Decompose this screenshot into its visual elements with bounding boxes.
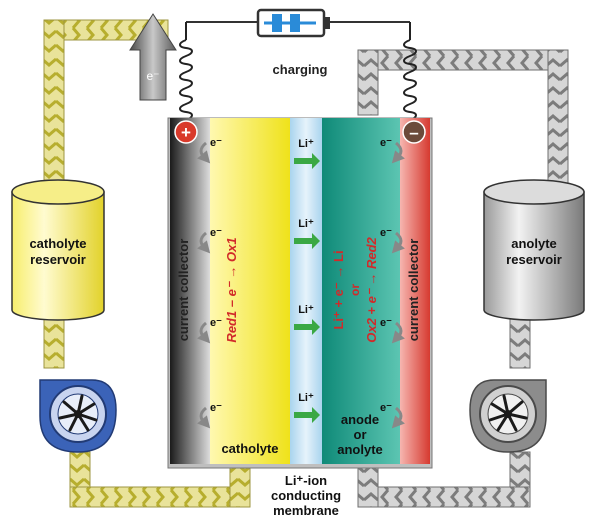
membrane-caption-line2: conducting [271, 488, 341, 503]
negative-terminal: – [402, 120, 426, 144]
electron-label: e⁻ [380, 227, 392, 239]
anode-current-collector [400, 118, 430, 464]
anode-reaction-line1: Li⁺ + e⁻ → Li [331, 250, 346, 329]
cathode-reaction-label: Red1 – e⁻ → Ox1 [224, 237, 239, 342]
right-wire-coil [403, 22, 417, 130]
li-ion-label: Li⁺ [298, 218, 314, 230]
ion-conducting-membrane [290, 118, 322, 464]
electron-arrow-label: e⁻ [146, 69, 159, 83]
minus-sign: – [409, 123, 418, 142]
anode-reaction-line3: Ox2 + e⁻ → Red2 [364, 236, 379, 342]
catholyte-compartment [210, 118, 290, 464]
anode-label-line1: anode [341, 412, 379, 427]
cell-stack [167, 117, 433, 469]
electron-label: e⁻ [380, 137, 392, 149]
catholyte-reservoir: catholyte reservoir [11, 179, 105, 321]
anode-electron-arrow [391, 141, 405, 164]
li-ion-arrow [294, 153, 320, 169]
anolyte-reservoir: anolyte reservoir [483, 179, 585, 321]
cathode-electron-arrow [197, 141, 211, 164]
electron-flow-arrow: e⁻ [129, 13, 177, 101]
li-ion-arrows [294, 153, 320, 423]
li-ion-arrow [294, 319, 320, 335]
li-ion-arrow [294, 233, 320, 249]
anolyte-pump [469, 379, 547, 453]
cathode-electron-arrow [197, 406, 211, 429]
electron-label: e⁻ [380, 317, 392, 329]
li-ion-arrow [294, 407, 320, 423]
left-wire-coil [179, 22, 193, 130]
anode-label-line3: anolyte [337, 442, 383, 457]
membrane-caption-line3: membrane [273, 503, 339, 517]
anolyte-reservoir-line2: reservoir [506, 252, 562, 267]
li-ion-label: Li⁺ [298, 304, 314, 316]
cathode-current-collector [170, 118, 210, 464]
electron-label: e⁻ [210, 227, 222, 239]
electron-label: e⁻ [210, 137, 222, 149]
cathode-electron-arrow [197, 231, 211, 254]
li-ion-label: Li⁺ [298, 392, 314, 404]
anolyte-compartment [322, 118, 400, 464]
anode-electron-arrow [391, 231, 405, 254]
cathode-electron-labels: e⁻ e⁻ e⁻ e⁻ [210, 137, 222, 414]
membrane-caption: Li⁺-ion conducting membrane [271, 473, 341, 517]
plus-sign: + [181, 123, 191, 142]
catholyte-label: catholyte [221, 441, 278, 456]
li-ion-labels: Li⁺ Li⁺ Li⁺ Li⁺ [298, 138, 314, 404]
anolyte-pipe-loop [357, 49, 569, 508]
positive-terminal: + [174, 120, 198, 144]
cathode-electron-arrow [197, 321, 211, 344]
right-collector-label: current collector [406, 239, 421, 342]
anode-electron-labels: e⁻ e⁻ e⁻ e⁻ [380, 137, 392, 414]
cathode-electron-arrows [197, 141, 211, 429]
anode-electron-arrows [391, 141, 405, 429]
catholyte-reservoir-line2: reservoir [30, 252, 86, 267]
electron-label: e⁻ [210, 402, 222, 414]
charging-power-source [186, 8, 410, 38]
catholyte-pump [39, 379, 117, 453]
catholyte-reservoir-line1: catholyte [29, 236, 86, 251]
membrane-caption-line1: Li⁺-ion [285, 473, 327, 488]
electron-label: e⁻ [380, 402, 392, 414]
electron-label: e⁻ [210, 317, 222, 329]
catholyte-pipe-loop [43, 19, 251, 508]
anode-electron-arrow [391, 406, 405, 429]
anode-label-line2: or [354, 427, 367, 442]
anode-reaction-line2: or [348, 284, 362, 296]
anolyte-reservoir-line1: anolyte [511, 236, 557, 251]
anode-electron-arrow [391, 321, 405, 344]
li-ion-label: Li⁺ [298, 138, 314, 150]
anode-label-group: anode or anolyte [337, 412, 383, 457]
left-collector-label: current collector [176, 239, 191, 342]
charging-label: charging [273, 62, 328, 77]
